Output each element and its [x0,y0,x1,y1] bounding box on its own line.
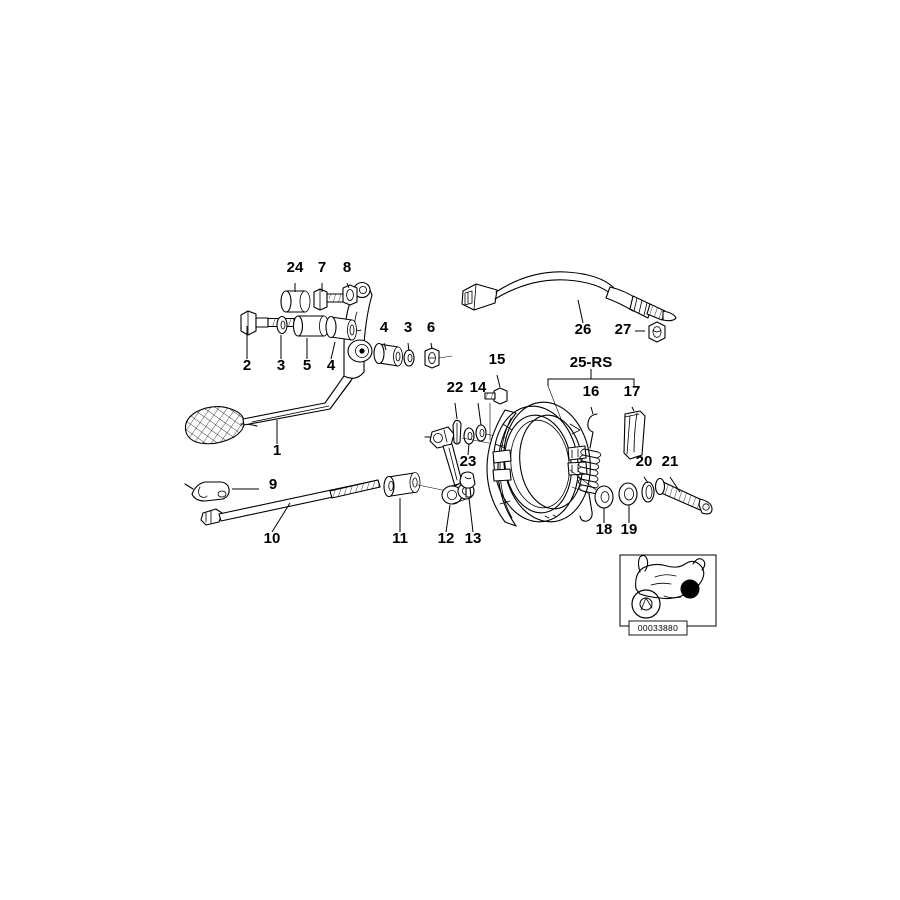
callout-22: 22 [447,379,464,396]
part-lock-ring-20 [641,481,655,503]
callout-19: 19 [621,521,638,538]
callout-12: 12 [438,530,455,547]
callout-8: 8 [343,259,351,276]
part-nut-8 [342,284,358,306]
part-nut-27 [648,321,666,343]
motorcycle-icon [631,554,706,619]
callout-17: 17 [624,383,641,400]
leader-lines [232,282,681,533]
part-washer-19 [618,482,638,506]
part-hex-nut-6 [424,347,440,369]
part-brake-light-switch-cable-26 [461,271,677,322]
part-brake-shoe-set-15 [484,387,591,527]
part-rubber-stop-24 [280,290,311,313]
callout-20: 20 [636,453,653,470]
diagram-id-label: 00033880 [638,623,678,633]
part-washer-23 [463,427,475,445]
callout-2: 2 [243,357,251,374]
callout-13: 13 [465,530,482,547]
callout-15: 15 [489,351,506,368]
part-adjusting-sleeve-11 [383,472,421,498]
callout-18: 18 [596,521,613,538]
part-retaining-clip-9 [184,481,230,502]
callout-26: 26 [575,321,592,338]
callout-11: 11 [392,530,408,547]
callout-4b: 4 [380,319,389,336]
part-push-rod-10 [200,479,381,526]
part-cotter-pin-22 [452,419,462,445]
callout-6: 6 [427,319,435,336]
vehicle-icon-box: 00033880 [619,554,717,636]
callout-14: 14 [470,379,487,396]
callout-23: 23 [460,453,477,470]
callout-3a: 3 [277,357,285,374]
shoe-bolt [484,387,508,405]
callout-27: 27 [615,321,632,338]
part-bolt-7 [313,288,352,311]
part-brake-pedal [184,281,373,445]
part-return-spring-16 [577,413,602,522]
part-bushing-4a [325,315,357,341]
callout-7: 7 [318,259,326,276]
part-washer-3a [276,315,288,335]
callout-10: 10 [264,530,281,547]
part-spacer-sleeve-5 [292,315,329,337]
callout-5: 5 [303,357,311,374]
callout-9: 9 [269,476,277,493]
group-bracket-25rs [547,369,635,386]
part-bushing-4b [373,342,403,367]
callout-21: 21 [662,453,679,470]
callout-3b: 3 [404,319,412,336]
part-washer-18 [594,485,614,509]
part-threaded-rod-21 [654,477,713,515]
spring-coils [577,448,602,495]
callout-16: 16 [583,383,600,400]
part-pin-13 [459,471,476,498]
part-spring-clip-17 [623,410,646,460]
part-washer-14 [475,424,487,442]
callout-24: 24 [287,259,304,276]
part-bell-crank-lever-12 [424,426,475,505]
callout-4a: 4 [327,357,336,374]
callout-labels: 1 2 3 5 4 24 7 8 4 3 6 9 10 11 12 13 22 … [243,259,679,547]
part-washer-3b [403,349,415,367]
group-label-25rs: 25-RS [570,354,613,371]
callout-1: 1 [273,442,281,459]
